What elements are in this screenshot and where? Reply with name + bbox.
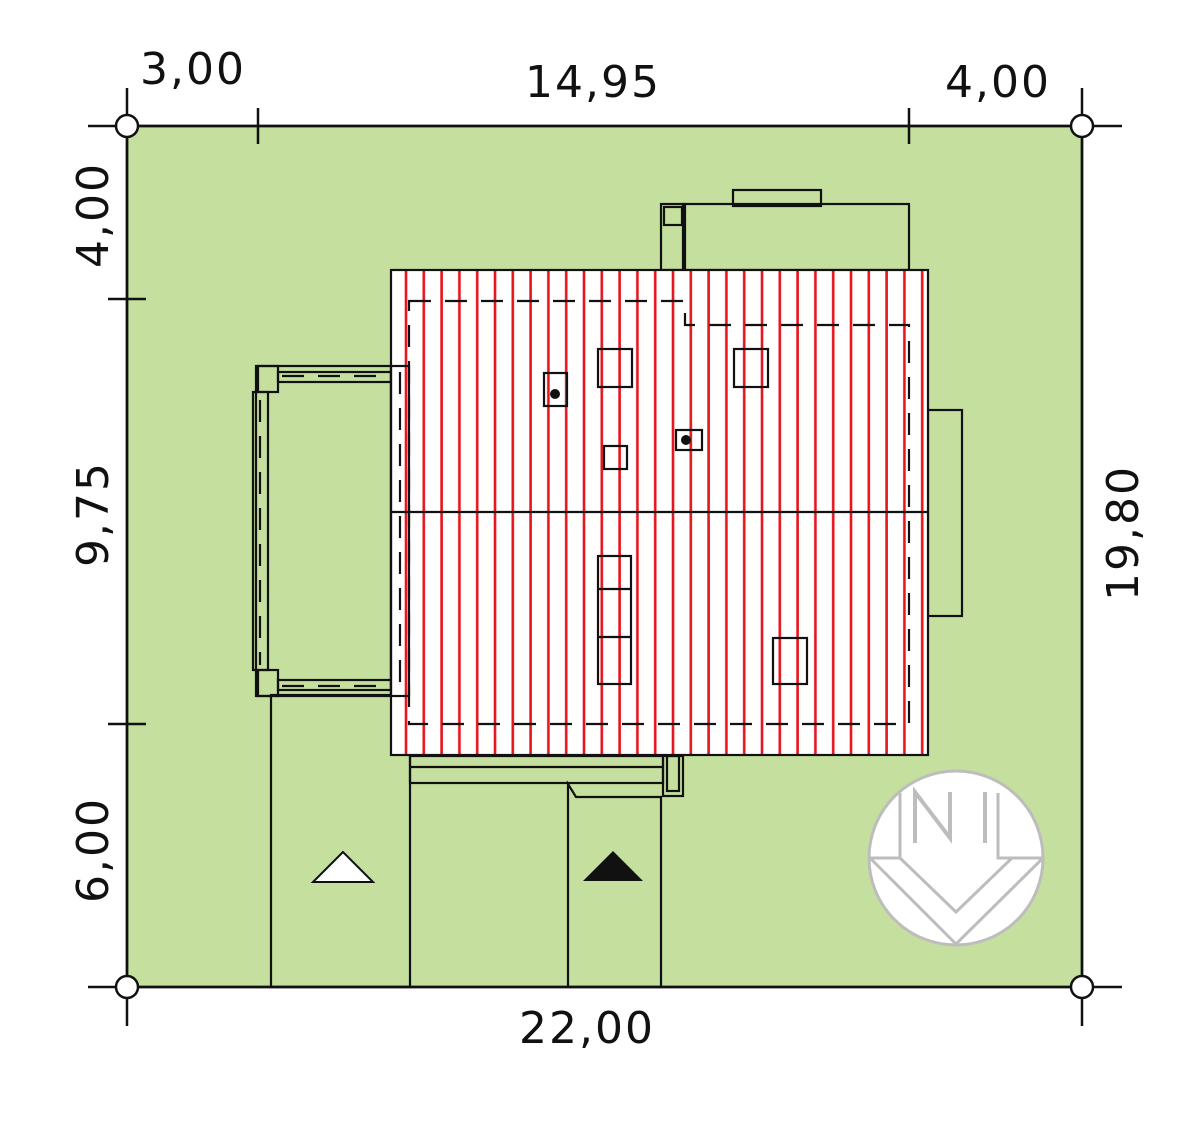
corner-marker-tl (114, 113, 140, 139)
corner-marker-br (1069, 974, 1095, 1000)
dim-label-top-middle: 14,95 (525, 57, 661, 108)
chimney-1-flue (550, 389, 560, 399)
carport-roof-joint (389, 364, 411, 698)
dim-label-top-left: 3,00 (140, 44, 246, 95)
dim-label-left-middle: 9,75 (68, 461, 119, 567)
corner-marker-tr (1069, 113, 1095, 139)
dim-label-right: 19,80 (1098, 465, 1149, 601)
terrace-top-edge (731, 188, 823, 208)
north-arrow-icon (867, 769, 1045, 947)
dim-label-bottom: 22,00 (519, 1003, 655, 1054)
dim-label-left-top: 4,00 (68, 162, 119, 268)
vent-small (602, 444, 629, 471)
chimney-2-flue (681, 435, 691, 445)
chimney-2 (674, 428, 704, 452)
outline-triangle-icon (310, 850, 376, 883)
solar-panels (596, 554, 633, 686)
skylight-1 (596, 347, 634, 389)
skylight-3 (771, 636, 809, 686)
dim-label-top-right: 4,00 (945, 57, 1051, 108)
corner-marker-bl (114, 974, 140, 1000)
dim-label-left-bottom: 6,00 (68, 797, 119, 903)
driveway-right (566, 780, 663, 989)
filled-triangle-icon (583, 851, 643, 881)
skylight-2 (732, 347, 770, 389)
wall-outline-dashed (407, 299, 911, 726)
chimney-1 (542, 371, 569, 408)
terrace-top-column-cap (662, 205, 684, 227)
